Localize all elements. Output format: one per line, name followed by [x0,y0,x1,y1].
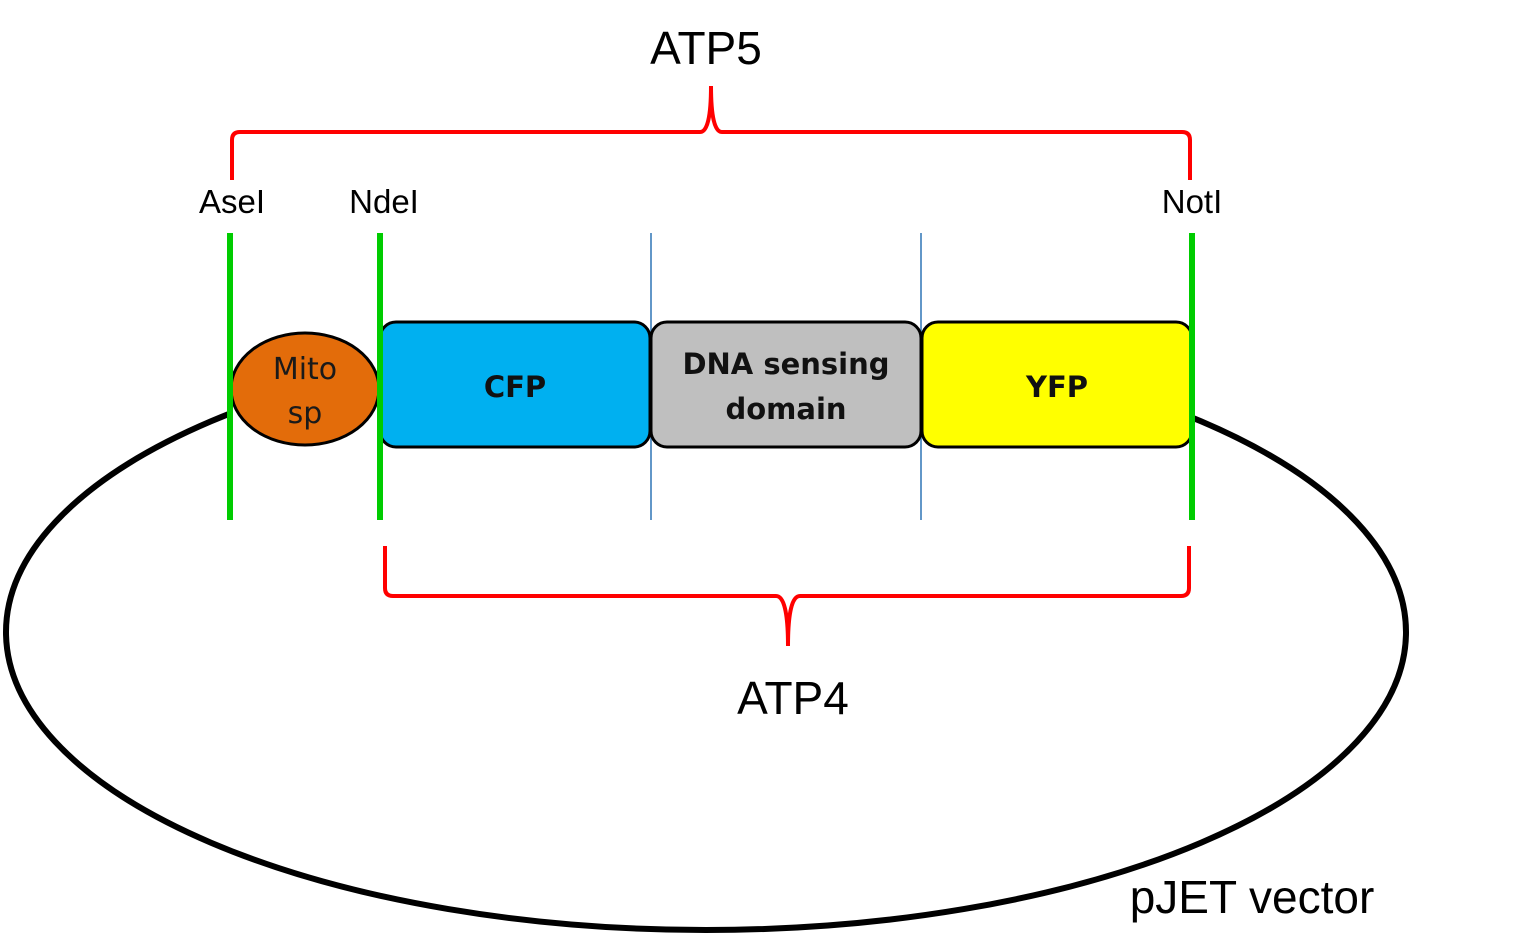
atp5-label: ATP5 [650,22,762,74]
atp4-label: ATP4 [737,672,849,724]
notl-site-label: NotI [1162,183,1223,220]
mito-label-line2: sp [288,396,323,431]
mito-label-line1: Mito [273,352,337,387]
yfp-label: YFP [1025,370,1088,404]
asel-site-label: AseI [199,183,265,220]
atp5-bracket [230,85,1192,180]
cfp-label: CFP [484,370,546,404]
vector-label: pJET vector [1130,871,1375,923]
dna-sensing-label-line1: DNA sensing [682,347,889,381]
dna-sensing-box [649,320,923,449]
dna-sensing-label-line2: domain [725,392,846,426]
ndel-site-label: NdeI [349,183,419,220]
atp4-bracket [383,546,1191,647]
